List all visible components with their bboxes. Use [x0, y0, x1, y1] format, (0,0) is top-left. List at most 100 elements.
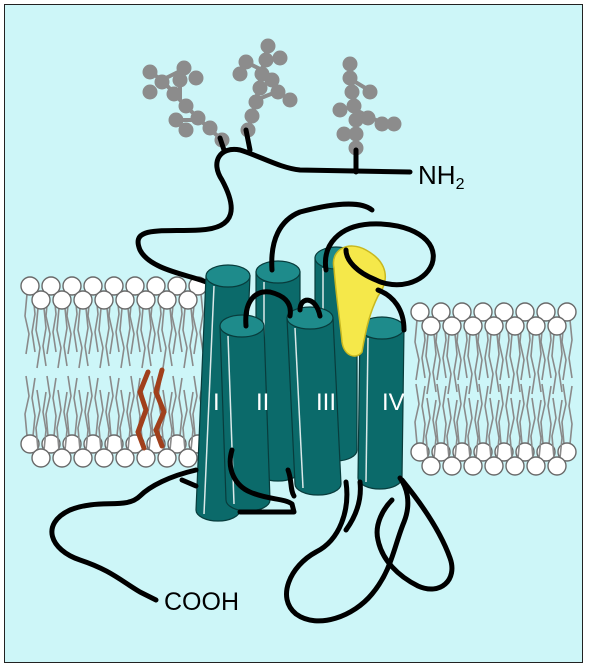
sugar-residue	[172, 72, 188, 88]
lipid-tail	[119, 307, 131, 369]
lipid-tail	[561, 383, 573, 445]
lipid-tail	[435, 383, 447, 445]
lipid-tail	[530, 333, 542, 395]
sugar-residue	[202, 120, 218, 136]
lipid-head	[505, 316, 525, 336]
lipid-head	[94, 448, 114, 468]
lipid-head	[494, 442, 514, 462]
lipid-head	[167, 434, 187, 454]
helix-4-highlight	[365, 337, 369, 483]
lipid-tail	[56, 307, 68, 369]
sugar-residue	[342, 70, 358, 86]
intracellular-chain	[49, 447, 455, 624]
sugar-residue	[344, 84, 360, 100]
lipid-head	[94, 290, 114, 310]
helix-labels: I II III IV	[213, 389, 405, 416]
sugar-residue	[190, 110, 206, 126]
lipid-tail	[467, 397, 479, 459]
lipid-head	[157, 448, 177, 468]
lipid-head	[62, 434, 82, 454]
lipid-head	[431, 302, 451, 322]
helix-1-cap	[219, 314, 265, 338]
lipid-head	[20, 434, 40, 454]
lipid-head	[505, 456, 525, 476]
sugar-residue	[232, 66, 248, 82]
lipid-head	[463, 456, 483, 476]
sugar-residue	[362, 84, 378, 100]
c-terminus-label: COOH	[164, 588, 239, 616]
lipid-tail	[488, 397, 500, 459]
extracellular-chain	[135, 127, 413, 285]
lipid-tail	[467, 333, 479, 395]
lipid-bilayer-right	[410, 302, 577, 476]
sugar-residue	[248, 94, 264, 110]
lipid-head	[442, 316, 462, 336]
sugar-residue	[348, 126, 364, 142]
lipid-tail	[456, 383, 468, 445]
sugar-residue	[336, 126, 352, 142]
helix-label-2: II	[256, 389, 269, 416]
lipid-head	[52, 448, 72, 468]
lipid-head	[146, 276, 166, 296]
lipid-tail	[161, 389, 173, 451]
sugar-residue	[346, 98, 362, 114]
lipid-tail	[87, 375, 99, 437]
lipid-head	[31, 290, 51, 310]
lipid-head	[73, 290, 93, 310]
lipid-tail	[108, 375, 120, 437]
sugar-residue	[176, 60, 192, 76]
lipid-tail	[498, 383, 510, 445]
sugar-residue	[282, 92, 298, 108]
lipid-tail	[551, 333, 563, 395]
lipid-head	[526, 456, 546, 476]
sugar-residue	[264, 72, 280, 88]
lipid-tail	[182, 389, 194, 451]
lipid-tail	[98, 307, 110, 369]
lipid-head	[167, 276, 187, 296]
sugar-residue	[188, 70, 204, 86]
lipid-head	[547, 456, 567, 476]
sugar-residue	[142, 84, 158, 100]
helix-4	[357, 316, 405, 490]
lipid-tail	[45, 375, 57, 437]
sugar-residue	[258, 52, 274, 68]
lipid-head	[73, 448, 93, 468]
lipid-head	[473, 302, 493, 322]
lipid-head	[515, 442, 535, 462]
lipid-tail	[425, 333, 437, 395]
sugar-residue	[142, 64, 158, 80]
lipid-tail	[77, 307, 89, 369]
lipid-tail	[551, 397, 563, 459]
lipid-head	[557, 302, 577, 322]
lipid-head	[452, 442, 472, 462]
lipid-tail	[119, 389, 131, 451]
sugar-residue	[168, 112, 184, 128]
helix-label-1: I	[213, 389, 220, 416]
lipid-tail	[35, 307, 47, 369]
sugar-residue	[238, 54, 254, 70]
lipid-head	[526, 316, 546, 336]
sugar-residue	[270, 84, 286, 100]
lipid-head	[115, 290, 135, 310]
lipid-head	[473, 442, 493, 462]
lipid-tail	[488, 333, 500, 395]
lipid-bilayer-left	[20, 276, 208, 468]
sugar-residue	[178, 98, 194, 114]
lipid-head	[104, 434, 124, 454]
sugar-residue	[260, 38, 276, 54]
lipid-head	[547, 316, 567, 336]
n-terminus-label: NH2	[418, 160, 465, 193]
lipid-tail	[540, 383, 552, 445]
lipid-tail	[519, 383, 531, 445]
lipid-head	[536, 442, 556, 462]
sugar-residue	[154, 74, 170, 90]
cholesterol-icon	[135, 367, 167, 451]
lipid-head	[136, 290, 156, 310]
helix-2-cap	[286, 306, 334, 330]
lipid-tail	[56, 389, 68, 451]
sugar-residue	[178, 122, 194, 138]
lipid-head	[41, 276, 61, 296]
sugar-residue	[244, 108, 260, 124]
